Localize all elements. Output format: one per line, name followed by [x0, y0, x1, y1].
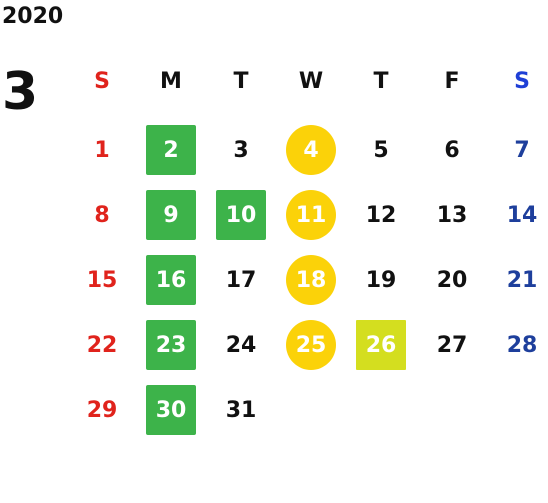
day-cell-31[interactable]: 31: [225, 397, 257, 423]
day-cell-11[interactable]: 11: [286, 190, 336, 240]
weekday-header: T: [373, 68, 389, 94]
day-cell-14[interactable]: 14: [506, 202, 538, 228]
day-cell-9[interactable]: 9: [146, 190, 196, 240]
day-cell-19[interactable]: 19: [365, 267, 397, 293]
month-number: 3: [2, 62, 39, 122]
day-cell-29[interactable]: 29: [86, 397, 118, 423]
day-cell-28[interactable]: 28: [506, 332, 538, 358]
day-cell-23[interactable]: 23: [146, 320, 196, 370]
day-cell-7[interactable]: 7: [514, 137, 530, 163]
weekday-header: T: [233, 68, 249, 94]
day-cell-8[interactable]: 8: [94, 202, 110, 228]
year-label: 2020: [2, 4, 64, 29]
day-cell-22[interactable]: 22: [86, 332, 118, 358]
day-cell-21[interactable]: 21: [506, 267, 538, 293]
day-cell-30[interactable]: 30: [146, 385, 196, 435]
day-cell-5[interactable]: 5: [373, 137, 389, 163]
day-cell-27[interactable]: 27: [436, 332, 468, 358]
weekday-header: W: [298, 68, 324, 94]
day-cell-4[interactable]: 4: [286, 125, 336, 175]
day-cell-12[interactable]: 12: [365, 202, 397, 228]
weekday-header: F: [444, 68, 460, 94]
day-cell-24[interactable]: 24: [225, 332, 257, 358]
day-cell-10[interactable]: 10: [216, 190, 266, 240]
weekday-header: S: [514, 68, 530, 94]
day-cell-16[interactable]: 16: [146, 255, 196, 305]
day-cell-1[interactable]: 1: [94, 137, 110, 163]
weekday-header: M: [160, 68, 182, 94]
day-cell-20[interactable]: 20: [436, 267, 468, 293]
weekday-header: S: [94, 68, 110, 94]
day-cell-25[interactable]: 25: [286, 320, 336, 370]
day-cell-17[interactable]: 17: [225, 267, 257, 293]
day-cell-13[interactable]: 13: [436, 202, 468, 228]
day-cell-3[interactable]: 3: [233, 137, 249, 163]
day-cell-2[interactable]: 2: [146, 125, 196, 175]
day-cell-6[interactable]: 6: [444, 137, 460, 163]
day-cell-26[interactable]: 26: [356, 320, 406, 370]
day-cell-15[interactable]: 15: [86, 267, 118, 293]
day-cell-18[interactable]: 18: [286, 255, 336, 305]
